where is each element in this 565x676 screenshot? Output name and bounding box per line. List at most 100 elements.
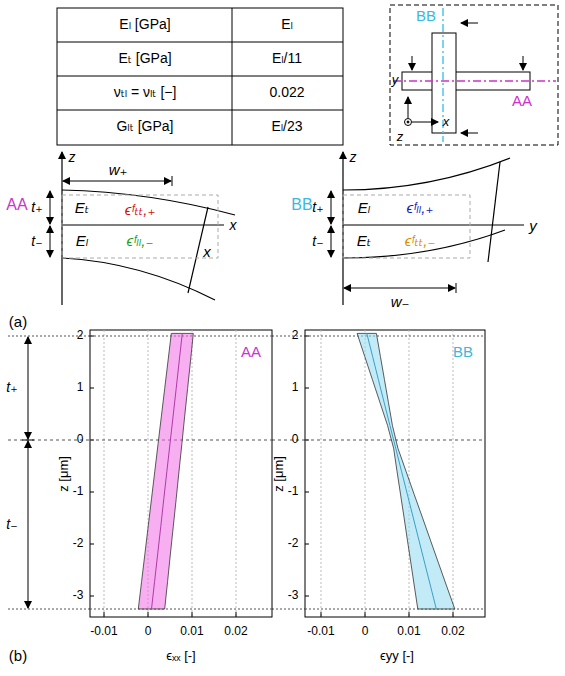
strain-plots: [90, 330, 485, 617]
beam-section-aa: [50, 152, 235, 305]
dimension-label: t₊: [312, 200, 323, 215]
strain-band-aa-mean: [152, 333, 183, 609]
tick-label: -1: [73, 485, 84, 498]
tick-label: -0.01: [90, 625, 117, 638]
dimension-label: t₋: [6, 517, 17, 532]
strain-band-bb-mean: [367, 333, 437, 609]
grid-line: [90, 609, 272, 610]
tick-label: 0.01: [397, 625, 420, 638]
material-label: Eₗ: [358, 200, 371, 217]
tick: [305, 544, 309, 545]
table-cell: Eₗ/23: [271, 119, 302, 134]
tick: [148, 612, 149, 617]
tick: [90, 492, 94, 493]
grid-line: [104, 330, 105, 617]
dimension-label: t₊: [6, 380, 17, 395]
grid-line: [305, 336, 485, 337]
section-name: BB: [416, 8, 436, 25]
grid-line: [236, 330, 237, 617]
table-cell: 0.022: [269, 85, 304, 100]
material-label: Eₗ: [76, 233, 89, 250]
plot-axes: [305, 330, 485, 617]
tick-label: -3: [288, 589, 299, 602]
tick: [321, 612, 322, 617]
dimension-label: t₊: [31, 200, 42, 215]
grid-line: [192, 330, 193, 617]
table-cell: νₜₗ = νₗₜ [−]: [114, 85, 177, 100]
tick-label: 0: [145, 625, 152, 638]
axis-name: z: [350, 150, 357, 165]
axis-name: z: [69, 150, 76, 165]
tick-label: 0: [362, 625, 369, 638]
axis-title: z [μm]: [57, 456, 71, 492]
tick-label: -0.01: [307, 625, 334, 638]
panel-label: (a): [9, 314, 27, 331]
table-cell: Eₜ [GPa]: [118, 51, 171, 66]
axis-name: x: [203, 244, 211, 261]
tick-label: -1: [288, 485, 299, 498]
tick: [305, 596, 309, 597]
strain-label: ϵᶠₗₗ,₋: [127, 233, 154, 250]
table-cell: Gₗₜ [GPa]: [116, 119, 173, 134]
tick-label: 0: [292, 433, 299, 446]
dimension-label: w₋: [391, 294, 410, 311]
tick: [305, 388, 309, 389]
section-name: AA: [6, 196, 27, 214]
tick-label: -3: [73, 589, 84, 602]
tick-label: 0.01: [180, 625, 203, 638]
section-name: AA: [512, 93, 532, 110]
grid-line: [365, 330, 366, 617]
grid-line: [453, 330, 454, 617]
tick: [453, 612, 454, 617]
property-table: [57, 8, 343, 145]
strain-label: ϵᶠₜₜ,₊: [125, 202, 156, 219]
section-name: BB: [291, 196, 312, 214]
axis-name: y: [392, 73, 399, 87]
dimension-label: w₊: [109, 162, 128, 179]
tick-label: 2: [77, 329, 84, 342]
axis-title: z [μm]: [272, 456, 286, 492]
inset: [390, 5, 558, 145]
tick-label: -2: [288, 537, 299, 550]
material-label: Eₜ: [75, 200, 89, 217]
plot-axes: [90, 330, 272, 617]
axis-title: ϵₓₓ [-]: [166, 649, 195, 663]
axis-name: z: [397, 130, 404, 144]
grid-line: [409, 330, 410, 617]
tick: [409, 612, 410, 617]
grid-line: [305, 609, 485, 610]
panel-label: (b): [9, 648, 27, 665]
axis-name: x: [443, 115, 450, 129]
axis-name: x: [230, 218, 237, 233]
table-cell: Eₗ: [281, 17, 293, 32]
axis-name: y: [529, 218, 537, 235]
section-name: BB: [453, 344, 473, 361]
material-label: Eₜ: [357, 233, 371, 250]
tick: [90, 596, 94, 597]
tick: [305, 492, 309, 493]
tick-label: 0.02: [224, 625, 247, 638]
beam-section-bb: [331, 152, 524, 305]
tick: [90, 388, 94, 389]
strain-band-aa: [138, 333, 193, 609]
tick: [192, 612, 193, 617]
dimension-label: t₋: [312, 234, 323, 249]
table-cell: Eₗ [GPa]: [119, 17, 170, 32]
dimension-label: t₋: [31, 234, 42, 249]
section-name: AA: [241, 344, 261, 361]
strain-label: ϵᶠₗₗ,₊: [407, 200, 434, 217]
tick-label: 1: [292, 381, 299, 394]
tick-label: -2: [73, 537, 84, 550]
tick-label: 1: [77, 381, 84, 394]
tick: [104, 612, 105, 617]
strain-label: ϵᶠₜₜ,₋: [405, 233, 436, 250]
tick-label: 0: [77, 433, 84, 446]
tick-label: 0.02: [441, 625, 464, 638]
tick-label: 2: [292, 329, 299, 342]
axis-title: ϵyy [-]: [380, 649, 414, 663]
table-cell: Eₗ/11: [272, 51, 302, 66]
grid-line: [321, 330, 322, 617]
tick: [236, 612, 237, 617]
